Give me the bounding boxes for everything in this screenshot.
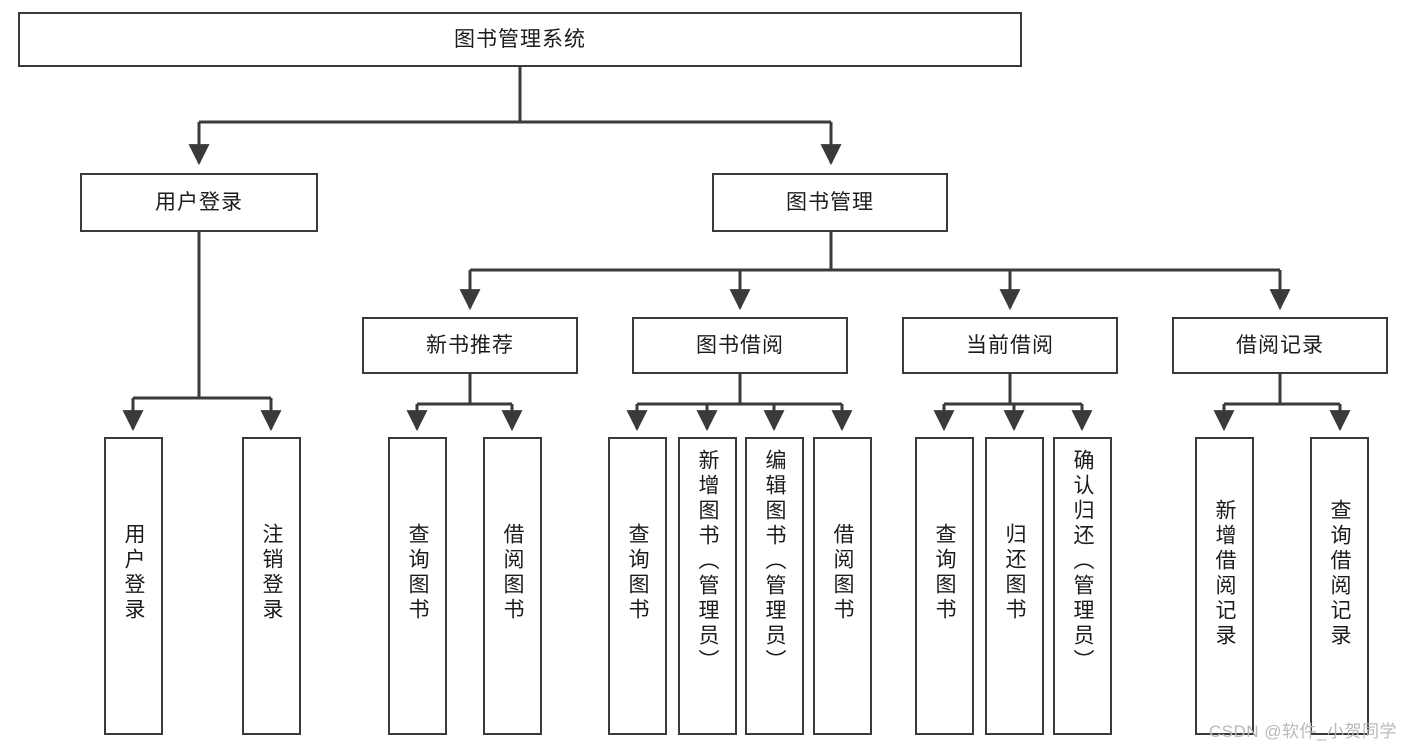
node-label: 查询图书 — [406, 523, 429, 623]
node-label: 当前借阅 — [966, 333, 1054, 357]
leaf-query-book-recommend[interactable]: 查询图书 — [388, 437, 447, 735]
node-new-book-recommend[interactable]: 新书推荐 — [362, 317, 578, 374]
leaf-return-book[interactable]: 归还图书 — [985, 437, 1044, 735]
leaf-query-book-borrow[interactable]: 查询图书 — [608, 437, 667, 735]
node-label: 图书管理 — [786, 190, 874, 214]
node-root-system[interactable]: 图书管理系统 — [18, 12, 1022, 67]
node-label: 确认归还（管理员） — [1071, 449, 1094, 674]
node-label: 新书推荐 — [426, 333, 514, 357]
node-label: 查询借阅记录 — [1328, 499, 1351, 649]
node-book-management[interactable]: 图书管理 — [712, 173, 948, 232]
node-label: 借阅记录 — [1236, 333, 1324, 357]
leaf-borrow-book[interactable]: 借阅图书 — [813, 437, 872, 735]
node-label: 查询图书 — [626, 523, 649, 623]
node-label: 新增图书（管理员） — [696, 449, 719, 674]
node-label: 图书借阅 — [696, 333, 784, 357]
leaf-add-book-admin[interactable]: 新增图书（管理员） — [678, 437, 737, 735]
node-label: 借阅图书 — [501, 523, 524, 623]
node-book-borrow[interactable]: 图书借阅 — [632, 317, 848, 374]
node-label: 借阅图书 — [831, 523, 854, 623]
node-label: 编辑图书（管理员） — [763, 449, 786, 674]
node-current-borrow[interactable]: 当前借阅 — [902, 317, 1118, 374]
node-label: 图书管理系统 — [454, 27, 586, 51]
node-label: 查询图书 — [933, 523, 956, 623]
leaf-query-borrow-record[interactable]: 查询借阅记录 — [1310, 437, 1369, 735]
leaf-borrow-book-recommend[interactable]: 借阅图书 — [483, 437, 542, 735]
node-borrow-records[interactable]: 借阅记录 — [1172, 317, 1388, 374]
node-label: 新增借阅记录 — [1213, 499, 1236, 649]
leaf-logout[interactable]: 注销登录 — [242, 437, 301, 735]
node-user-login[interactable]: 用户登录 — [80, 173, 318, 232]
node-label: 用户登录 — [155, 190, 243, 214]
leaf-add-borrow-record[interactable]: 新增借阅记录 — [1195, 437, 1254, 735]
csdn-watermark: CSDN @软件_小贺同学 — [1208, 722, 1397, 741]
leaf-edit-book-admin[interactable]: 编辑图书（管理员） — [745, 437, 804, 735]
leaf-confirm-return-admin[interactable]: 确认归还（管理员） — [1053, 437, 1112, 735]
node-label: 注销登录 — [260, 523, 283, 623]
node-label: 归还图书 — [1003, 523, 1026, 623]
leaf-query-book-current[interactable]: 查询图书 — [915, 437, 974, 735]
leaf-user-login[interactable]: 用户登录 — [104, 437, 163, 735]
node-label: 用户登录 — [122, 523, 145, 623]
